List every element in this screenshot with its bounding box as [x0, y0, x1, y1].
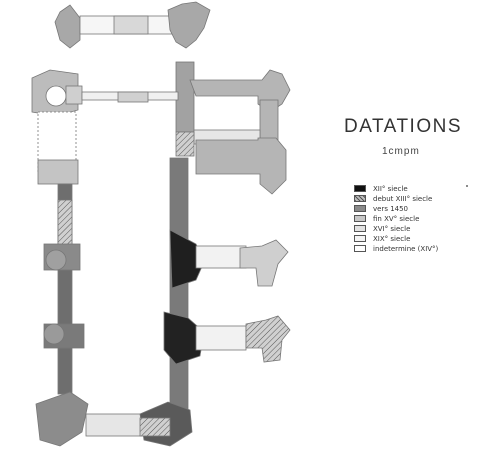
legend-swatch [354, 185, 366, 193]
legend-scale: 1cmpm [382, 146, 420, 157]
plan-right-east-tower-2 [245, 315, 291, 363]
plan-right-hatch [175, 131, 195, 157]
plan-tower-top-right [167, 1, 211, 49]
legend-swatch [354, 225, 366, 233]
plan-left-wall-band [37, 159, 79, 185]
plan-left-tower-2-round [43, 323, 65, 345]
legend-item: indetermine (XIV°) [354, 244, 478, 254]
legend-item: XVI° siecle [354, 224, 478, 234]
plan-right-lower-block [195, 137, 287, 195]
legend-label: fin XV° siecle [373, 214, 420, 223]
legend-swatch [354, 215, 366, 223]
legend-label: XVI° siecle [373, 224, 411, 233]
plan-right-arm [259, 99, 279, 141]
legend-label: XIX° siecle [373, 234, 411, 243]
plan-court-stair [117, 91, 149, 103]
legend-dot [466, 185, 468, 187]
legend-item: XIX° siecle [354, 234, 478, 244]
legend-swatch [354, 245, 366, 253]
legend-item: fin XV° siecle [354, 214, 478, 224]
plan-right-dark-2 [163, 311, 205, 365]
legend-item: XII° siecle [354, 184, 478, 194]
plan-left-wing-block [65, 85, 83, 105]
plan-tower-top-left [54, 4, 81, 49]
plan-right-mid-block [195, 245, 247, 269]
plan-right-dark-1 [169, 229, 205, 289]
plan-left-tower-1-round [45, 249, 67, 271]
legend-item: debut XIII° siecle [354, 194, 478, 204]
plan-bottom-wall [85, 413, 143, 437]
legend-swatch [354, 235, 366, 243]
legend-label: XII° siecle [373, 184, 408, 193]
plan-wall-top-gate [113, 15, 149, 35]
legend-item: vers 1450 [354, 204, 478, 214]
plan-tower-bottom-left [35, 391, 89, 447]
plan-right-wing-upper [175, 61, 195, 133]
plan-right-mid-block-2 [195, 325, 247, 351]
legend-title: DATATIONS [344, 116, 462, 137]
legend-label: debut XIII° siecle [373, 194, 433, 203]
legend-swatch [354, 205, 366, 213]
plan-bottom-right-hatch [139, 417, 171, 437]
plan-left-wing-tower [45, 85, 67, 107]
legend-label: indetermine (XIV°) [373, 244, 439, 253]
legend-swatch [354, 195, 366, 203]
plan-right-east-tower-1 [239, 239, 289, 287]
legend-label: vers 1450 [373, 204, 409, 213]
